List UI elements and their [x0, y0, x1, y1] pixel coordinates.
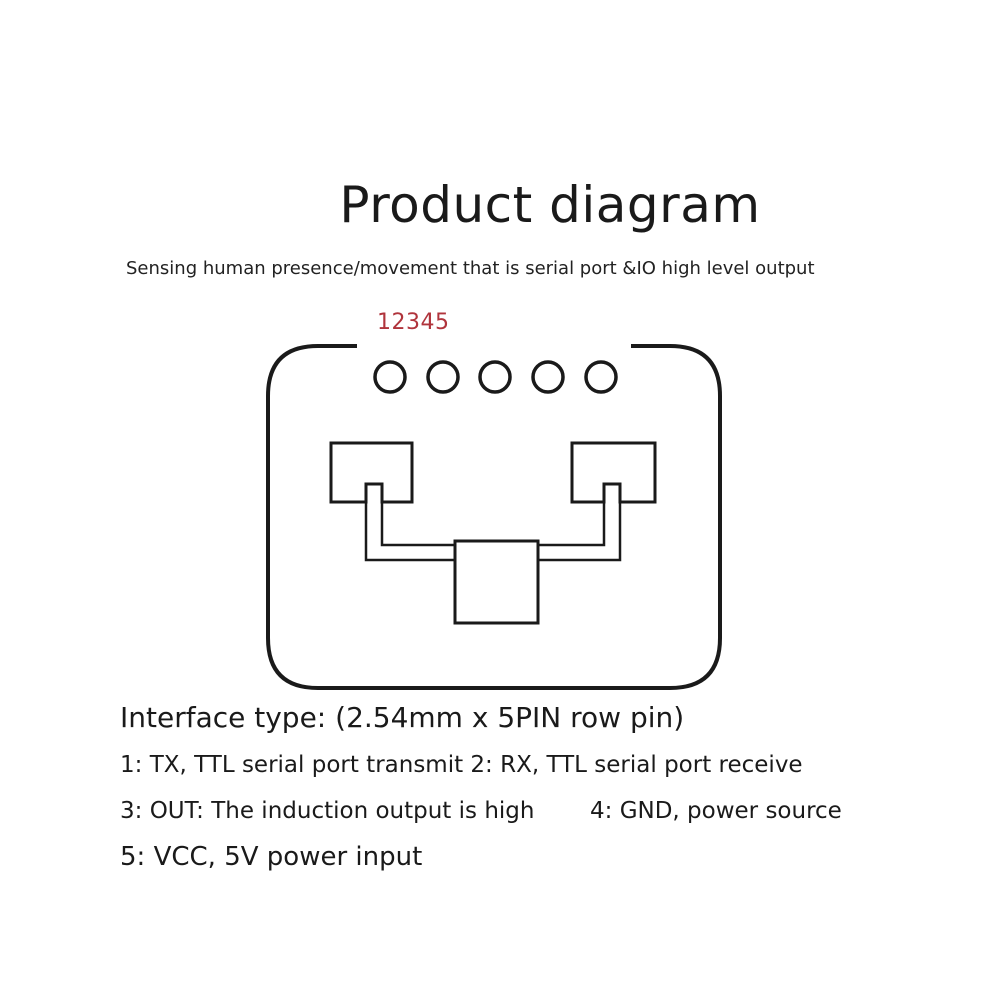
- pin-4-description: 4: GND, power source: [590, 798, 842, 824]
- pin-number-labels: 12345: [377, 310, 450, 335]
- pin-1-2-description: 1: TX, TTL serial port transmit 2: RX, T…: [120, 752, 803, 778]
- diagram-subtitle: Sensing human presence/movement that is …: [126, 258, 815, 279]
- right-antenna-pad: [570, 441, 657, 504]
- pin-header: [373, 360, 618, 394]
- pin-3-description: 3: OUT: The induction output is high: [120, 798, 535, 824]
- sensor-chip: [453, 539, 540, 625]
- pin-hole-2: [426, 360, 460, 394]
- right-trace: [538, 484, 622, 562]
- left-antenna-pad: [329, 441, 414, 504]
- pin-hole-5: [584, 360, 618, 394]
- interface-type-text: Interface type: (2.54mm x 5PIN row pin): [120, 701, 685, 734]
- left-trace: [364, 484, 455, 562]
- pin-hole-3: [478, 360, 512, 394]
- pin-hole-4: [531, 360, 565, 394]
- board-outline: [266, 344, 722, 690]
- pin-hole-1: [373, 360, 407, 394]
- pin-5-description: 5: VCC, 5V power input: [120, 842, 423, 872]
- diagram-title: Product diagram: [339, 176, 761, 234]
